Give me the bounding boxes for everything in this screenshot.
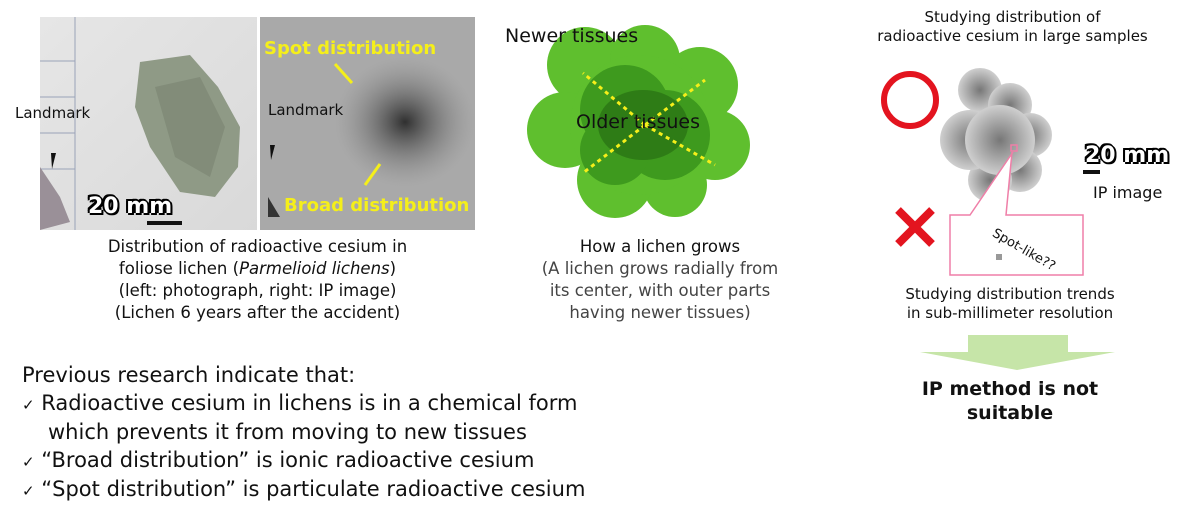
circle-ok-icon (881, 71, 939, 129)
caption-line: (left: photograph, right: IP image) (118, 281, 397, 300)
caption-line: Distribution of radioactive cesium in (107, 237, 408, 256)
caption-title: How a lichen grows (579, 237, 741, 256)
caption-line: in sub-millimeter resolution (906, 304, 1114, 322)
caption-line: foliose lichen (Parmelioid lichens) (118, 259, 397, 278)
lichen-growth-diagram (527, 25, 750, 218)
caption-line: (A lichen grows radially from (541, 259, 779, 278)
right-caption: Studying distribution trends in sub-mill… (860, 285, 1160, 323)
research-intro: Previous research indicate that: (22, 363, 356, 387)
check-icon: ✓ (22, 452, 35, 471)
check-icon: ✓ (22, 395, 35, 414)
list-item: ✓ “Spot distribution” is particulate rad… (22, 477, 586, 501)
ip-image: Spot distribution Landmark Broad distrib… (260, 17, 475, 230)
title-line: radioactive cesium in large samples (877, 27, 1148, 45)
older-tissues-label: Older tissues (576, 111, 700, 133)
lichen-photograph: 20 mm (40, 17, 257, 230)
broad-distribution-label: Broad distribution (284, 195, 470, 216)
middle-caption: How a lichen grows (A lichen grows radia… (530, 236, 790, 324)
caption-line: Studying distribution trends (905, 285, 1115, 303)
caption-line: its center, with outer parts (549, 281, 771, 300)
ip-blob (940, 68, 1052, 202)
scale-label: 20 mm (88, 194, 173, 219)
down-arrow-icon (920, 335, 1115, 370)
landmark-label-ip: Landmark (268, 101, 344, 119)
caption-line: (Lichen 6 years after the accident) (114, 303, 401, 322)
landmark-label-photo: Landmark (15, 104, 91, 122)
ip-image-label: IP image (1093, 183, 1163, 202)
cross-icon (895, 207, 935, 247)
conclusion-line: IP method is not (921, 378, 1099, 400)
list-item: ✓ “Broad distribution” is ionic radioact… (22, 447, 535, 472)
title-line: Studying distribution of (924, 8, 1101, 26)
right-title: Studying distribution of radioactive ces… (840, 8, 1185, 46)
conclusion-line: suitable (966, 402, 1054, 424)
check-icon: ✓ (22, 482, 35, 500)
left-caption: Distribution of radioactive cesium in fo… (40, 236, 475, 324)
list-item: ✓ Radioactive cesium in lichens is in a … (22, 390, 578, 415)
list-item-continuation: which prevents it from moving to new tis… (48, 420, 527, 444)
right-diagram (881, 68, 1100, 276)
newer-tissues-label: Newer tissues (505, 25, 639, 47)
research-list: Previous research indicate that: ✓ Radio… (22, 362, 585, 506)
conclusion: IP method is not suitable (880, 377, 1140, 425)
right-scale-label: 20 mm (1085, 143, 1170, 168)
spot-distribution-label: Spot distribution (264, 38, 437, 59)
caption-line: having newer tissues) (569, 303, 751, 322)
